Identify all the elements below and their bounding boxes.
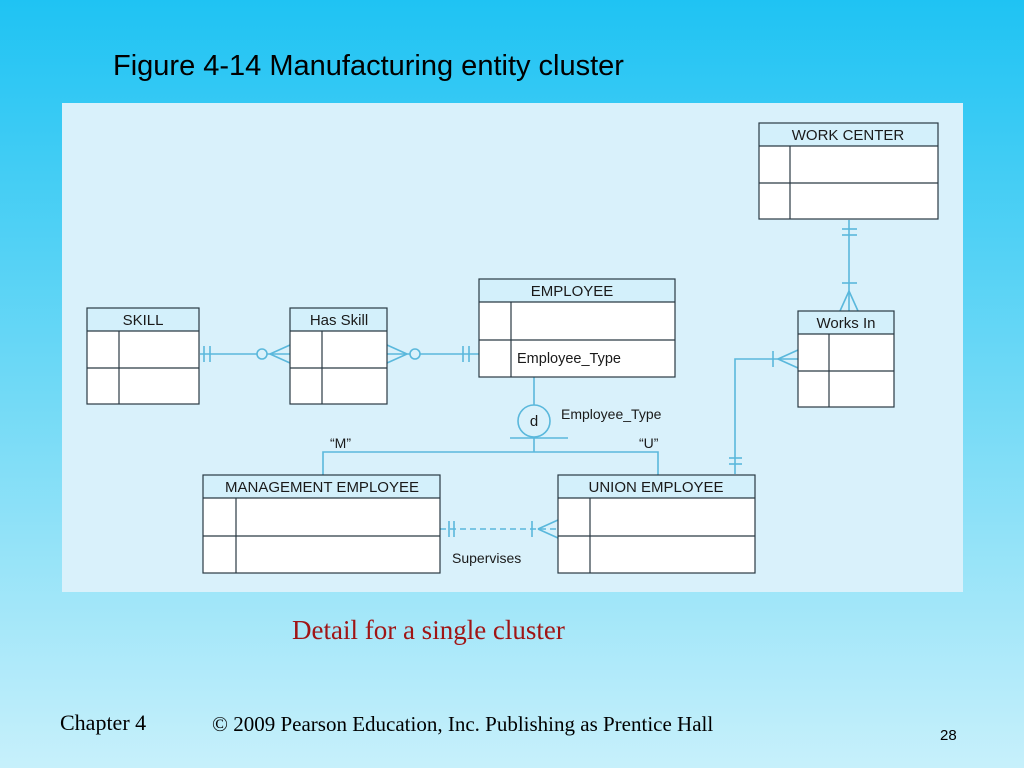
entity-work-center-name: WORK CENTER: [792, 127, 905, 144]
subtype-discriminator-label: Employee_Type: [561, 406, 662, 422]
entity-union-employee-name: UNION EMPLOYEE: [588, 479, 723, 496]
relationship-lines: [200, 220, 859, 539]
entity-work-center: WORK CENTER: [758, 122, 939, 220]
entity-works-in-name: Works In: [817, 315, 876, 332]
entity-has-skill-name: Has Skill: [310, 312, 368, 329]
page-number: 28: [940, 727, 957, 744]
slide-title: Figure 4-14 Manufacturing entity cluster: [113, 50, 624, 82]
er-diagram: d Employee_Type “M” “U” Supervises WORK …: [62, 103, 963, 592]
entity-works-in: Works In: [797, 310, 895, 408]
entity-union-employee: UNION EMPLOYEE: [557, 474, 756, 574]
footer-copyright: © 2009 Pearson Education, Inc. Publishin…: [212, 712, 714, 736]
entity-management-employee: MANAGEMENT EMPLOYEE: [202, 474, 441, 574]
diagram-caption: Detail for a single cluster: [292, 615, 565, 645]
entity-skill-name: SKILL: [123, 312, 164, 329]
entity-skill: SKILL: [86, 307, 200, 405]
subtype-value-u: “U”: [639, 435, 659, 451]
entity-has-skill: Has Skill: [289, 307, 388, 405]
entity-employee-name: EMPLOYEE: [531, 283, 614, 300]
entity-employee: EMPLOYEE Employee_Type: [478, 278, 676, 378]
entity-management-employee-name: MANAGEMENT EMPLOYEE: [225, 479, 419, 496]
subtype-value-m: “M”: [330, 435, 351, 451]
employee-type-attribute: Employee_Type: [517, 351, 621, 367]
subtype-symbol-label: d: [530, 413, 538, 430]
subtype-disjoint-symbol: d: [517, 404, 551, 438]
footer-chapter: Chapter 4: [60, 710, 147, 735]
supervises-label: Supervises: [452, 550, 521, 566]
